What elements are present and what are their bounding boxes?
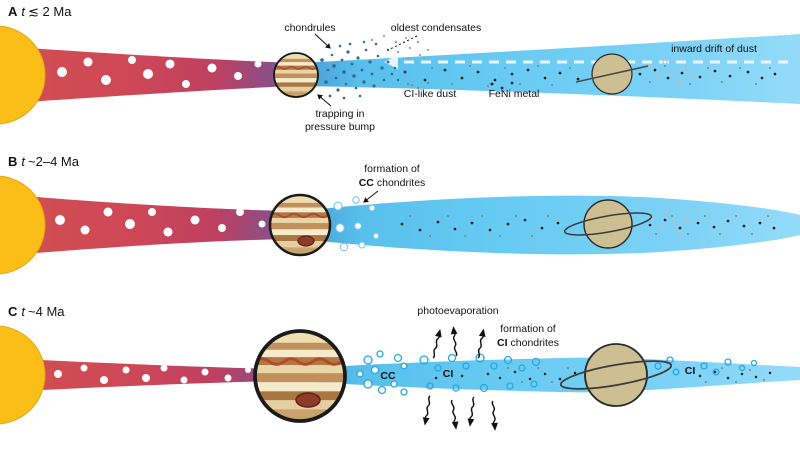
formation-cc-label-line1: formation of	[364, 163, 420, 175]
condensates-leader	[387, 35, 418, 51]
sun	[0, 25, 46, 125]
cc-chondrite-circles	[333, 196, 380, 252]
cc-chondrite-circles	[356, 350, 408, 396]
ci-dust-dots	[406, 65, 771, 90]
sun	[0, 175, 46, 275]
chondrules-label: chondrules	[284, 22, 335, 34]
formation-ci-label-line1: formation of	[500, 323, 556, 335]
cc-label: CC	[380, 370, 396, 382]
trapping-label-line2: pressure bump	[305, 121, 375, 133]
condensate-dots	[370, 34, 430, 60]
jupiter-red-spot	[295, 392, 321, 408]
pebble-cluster	[647, 59, 696, 85]
saturn-ring	[575, 65, 649, 83]
jupiter	[255, 331, 345, 421]
dust-dots-c-gray	[507, 367, 765, 383]
jupiter	[270, 195, 330, 255]
photoevaporation-label: photoevaporation	[417, 305, 498, 317]
trapping-label-line1: trapping in	[315, 108, 364, 120]
planetesimals-c	[54, 364, 251, 384]
saturn-ring	[563, 212, 653, 236]
ci-like-dust-label: CI-like dust	[404, 88, 457, 100]
saturn	[575, 53, 649, 95]
saturn	[559, 343, 673, 407]
inward-drift-arrow	[384, 55, 788, 69]
jupiter	[274, 53, 318, 97]
sun	[0, 325, 46, 425]
photoevaporation-arrows-up	[429, 325, 488, 360]
ci-chondrite-circles-right	[654, 356, 758, 376]
dust-dots-b-black	[400, 218, 776, 232]
saturn	[563, 199, 653, 249]
feni-metal-dots	[403, 68, 777, 90]
ci-chondrite-circles-mid	[419, 353, 541, 393]
trapping-leader	[317, 94, 332, 107]
jupiter-red-spot	[297, 235, 315, 247]
dust-drift-dotted-line	[337, 33, 795, 59]
chondrule-dots	[320, 40, 400, 100]
ci-label-mid: CI	[443, 368, 454, 380]
formation-cc-leader	[363, 190, 379, 203]
planetesimals-a	[57, 56, 262, 88]
dust-dots-b-gray	[409, 215, 769, 237]
disk-c	[0, 357, 800, 393]
pebble-cluster	[649, 211, 689, 237]
ci-label-right: CI	[685, 365, 696, 377]
photoevaporation-arrows-down	[420, 394, 500, 432]
saturn-ring	[559, 360, 673, 390]
inward-drift-label: inward drift of dust	[671, 43, 757, 55]
oldest-condensates-label: oldest condensates	[391, 22, 481, 34]
dust-dots-c-black	[434, 370, 772, 381]
feni-metal-label: FeNi metal	[489, 88, 540, 100]
chondrules-leader	[314, 33, 331, 49]
disk-b	[0, 194, 800, 256]
planetesimals-b	[55, 207, 266, 237]
